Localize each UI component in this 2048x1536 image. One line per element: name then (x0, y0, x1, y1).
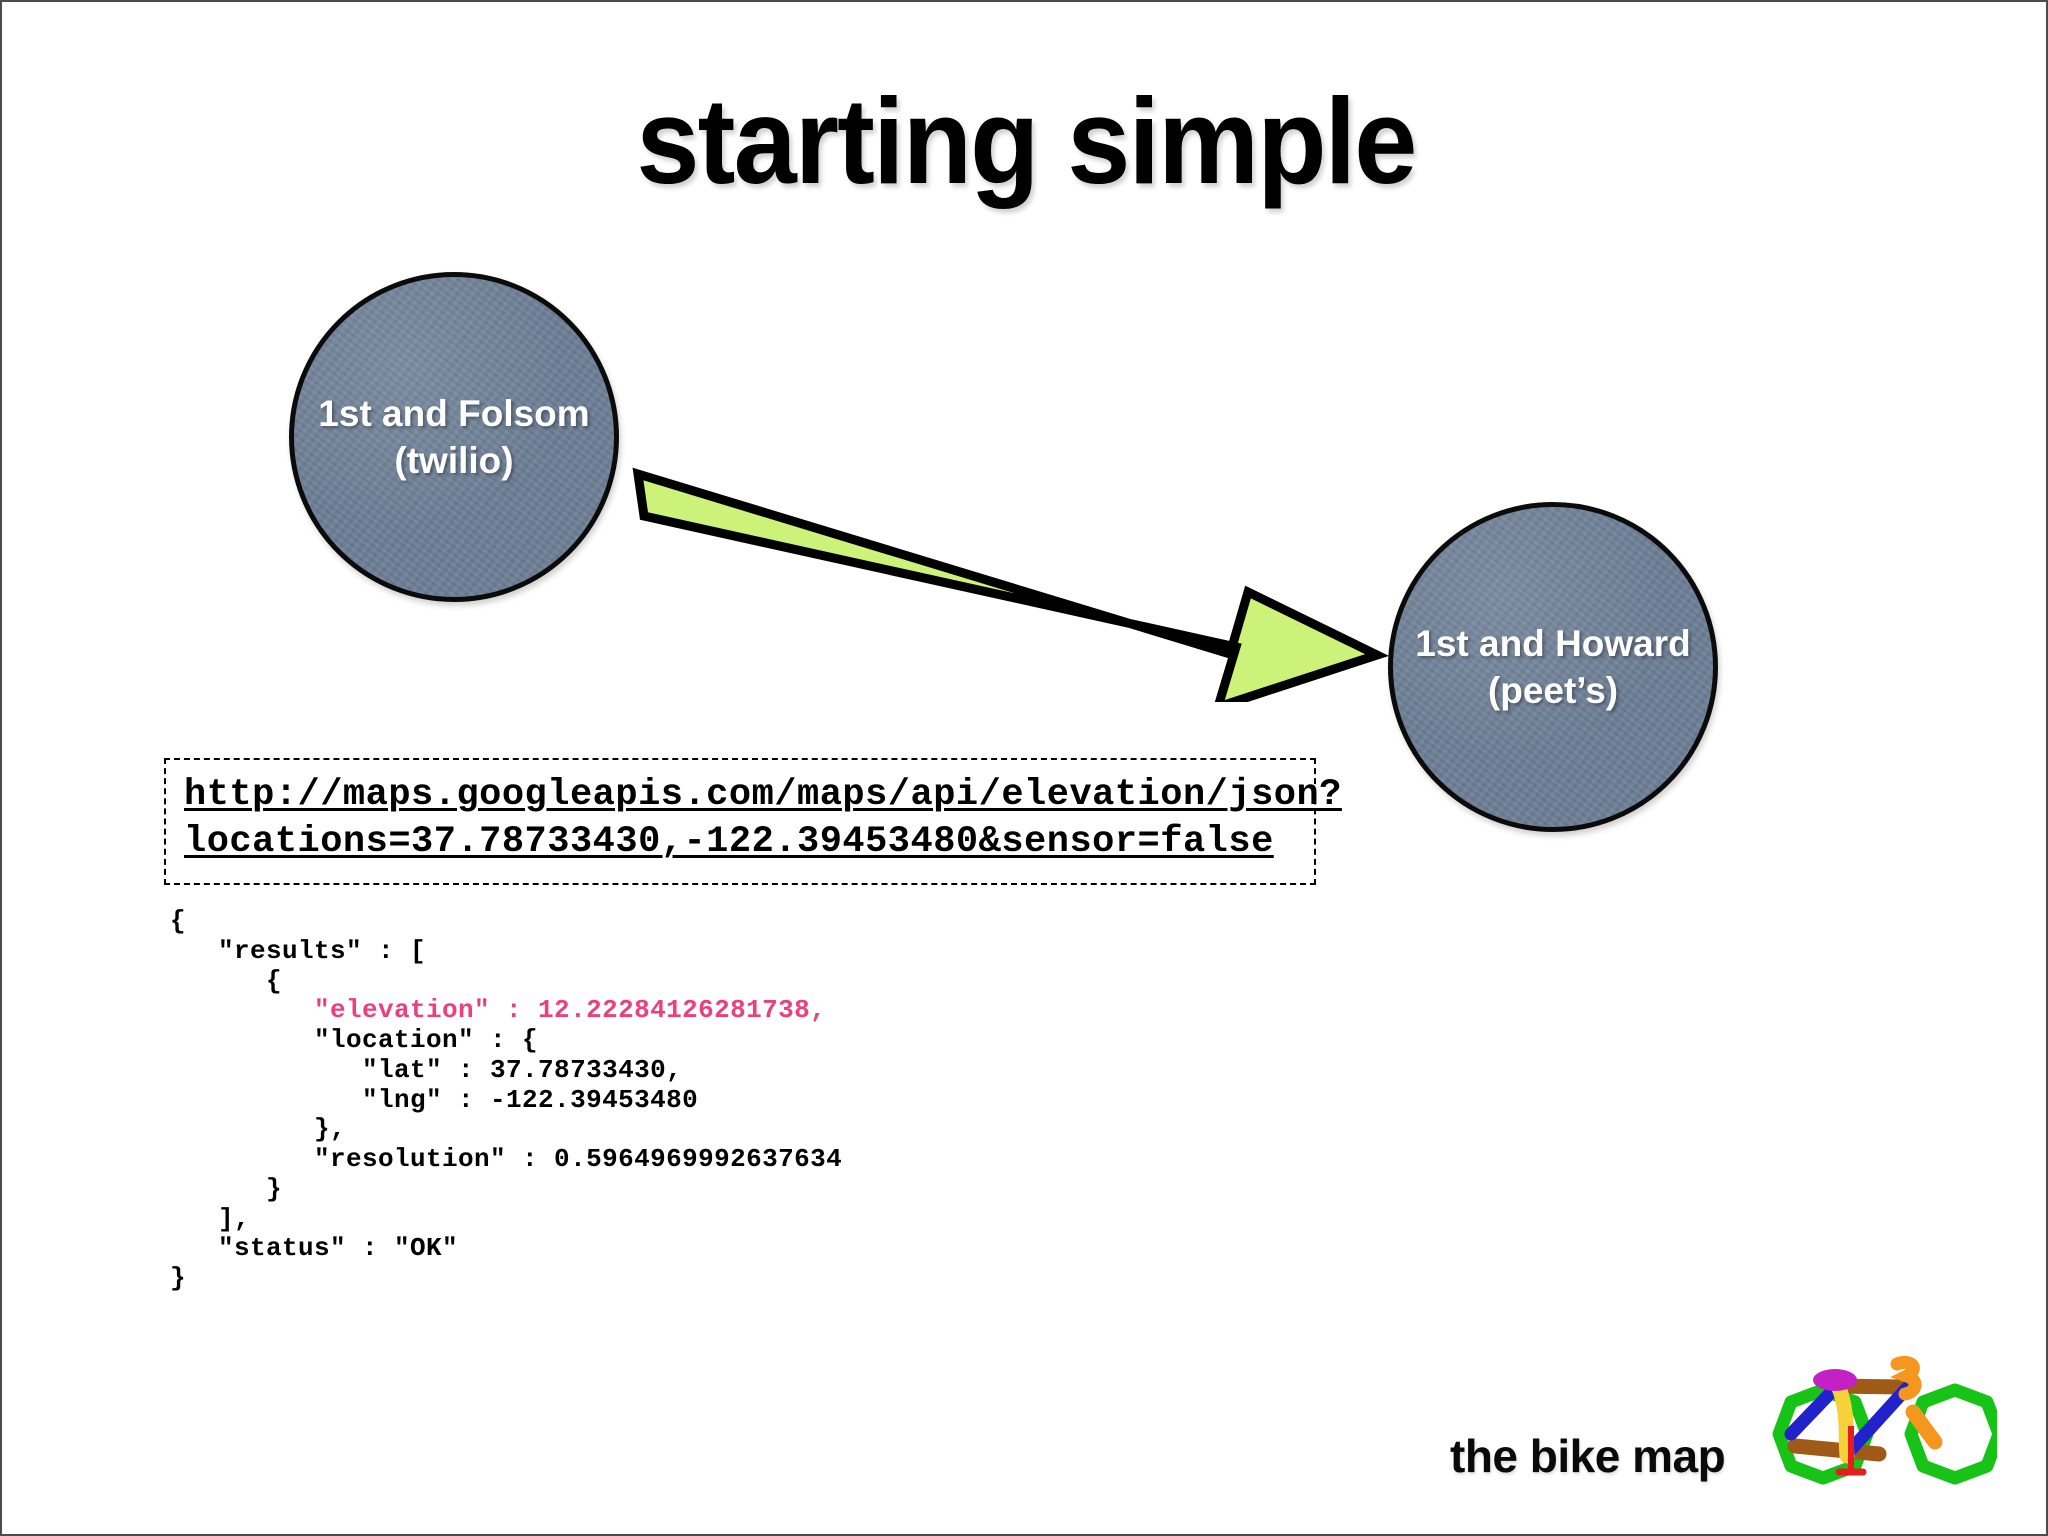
node-label-line1: 1st and Folsom (318, 392, 590, 434)
json-line: "lng" : -122.39453480 (170, 1084, 699, 1115)
bicycle-icon (1772, 1356, 1998, 1485)
node-label-line2: (twilio) (394, 440, 514, 481)
node-label-peets: 1st and Howard (peet’s) (1405, 620, 1701, 715)
json-line: "lat" : 37.78733430, (170, 1054, 683, 1085)
request-url-line-2: locations=37.78733430,-122.39453480&sens… (184, 821, 1274, 864)
page-title: starting simple (636, 73, 1417, 209)
node-1st-and-howard[interactable]: 1st and Howard (peet’s) (1388, 502, 1718, 832)
json-response-block: { "results" : [ { "elevation" : 12.22284… (170, 906, 843, 1294)
json-line: { (170, 965, 283, 996)
json-line: "status" : "OK" (170, 1233, 459, 1264)
json-line: "elevation" : 12.22284126281738, (170, 995, 827, 1026)
json-line: { (170, 906, 187, 936)
node-label-line2: (peet’s) (1487, 670, 1619, 711)
json-line: }, (170, 1114, 347, 1145)
json-line: } (170, 1173, 283, 1204)
request-url-box[interactable]: http://maps.googleapis.com/maps/api/elev… (164, 758, 1342, 885)
footer-logo: the bike map (1450, 1354, 2010, 1504)
json-line: "location" : { (170, 1025, 539, 1056)
node-label-twilio: 1st and Folsom (twilio) (308, 390, 599, 485)
json-line: "resolution" : 0.5964969992637634 (170, 1144, 843, 1175)
json-line: "results" : [ (170, 935, 427, 966)
footer-wordmark: the bike map (1450, 1430, 1726, 1482)
node-1st-and-folsom[interactable]: 1st and Folsom (twilio) (289, 272, 619, 602)
json-line: } (170, 1263, 187, 1294)
json-line: ], (170, 1203, 251, 1234)
request-url-line-1: http://maps.googleapis.com/maps/api/elev… (184, 774, 1342, 816)
flow-arrow-icon (632, 467, 1389, 702)
node-label-line1: 1st and Howard (1415, 622, 1691, 664)
